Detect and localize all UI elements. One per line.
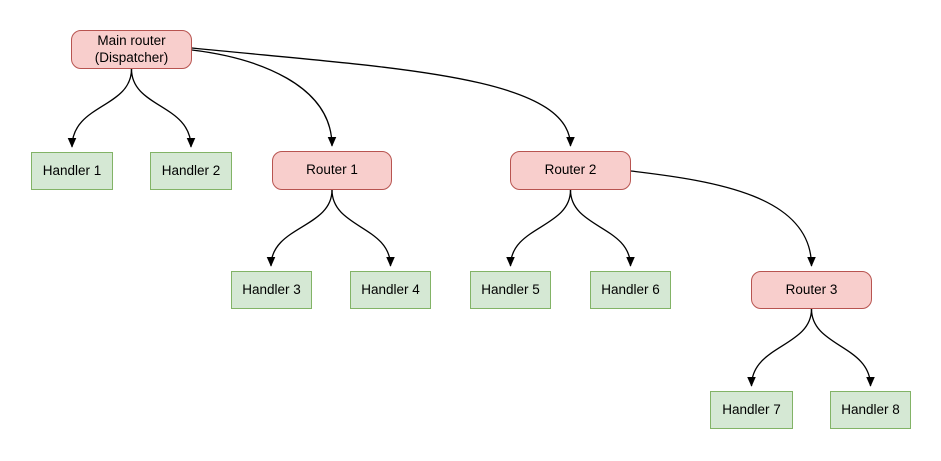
node-handler-6-label: Handler 6 <box>601 281 660 297</box>
node-handler-3: Handler 3 <box>231 271 312 309</box>
node-handler-3-label: Handler 3 <box>242 281 301 297</box>
node-router-2-label: Router 2 <box>544 162 597 178</box>
node-main-router: Main router (Dispatcher) <box>71 30 192 69</box>
node-handler-6: Handler 6 <box>590 271 671 309</box>
node-handler-8: Handler 8 <box>830 391 911 429</box>
node-router-3: Router 3 <box>751 271 872 309</box>
node-handler-5: Handler 5 <box>470 271 551 309</box>
node-main-router-line2: (Dispatcher) <box>94 49 169 65</box>
edge-main-to-router2 <box>191 47 575 147</box>
node-router-1: Router 1 <box>272 151 392 190</box>
edge-router2-to-handler5 <box>506 189 572 267</box>
edge-router1-to-handler4 <box>331 189 395 267</box>
edge-router2-to-handler6 <box>569 189 635 267</box>
node-handler-1-label: Handler 1 <box>42 162 102 178</box>
node-handler-7: Handler 7 <box>710 391 793 429</box>
node-handler-1: Handler 1 <box>31 152 113 190</box>
edge-main-to-handler2 <box>130 68 196 148</box>
node-handler-8-label: Handler 8 <box>841 401 900 417</box>
node-handler-7-label: Handler 7 <box>722 401 781 417</box>
edge-main-to-handler1 <box>67 68 133 148</box>
node-router-3-label: Router 3 <box>785 281 838 297</box>
node-router-2: Router 2 <box>510 151 631 190</box>
edge-main-to-router1 <box>191 49 337 147</box>
edge-router1-to-handler3 <box>266 189 333 267</box>
node-handler-5-label: Handler 5 <box>481 281 540 297</box>
node-handler-4: Handler 4 <box>350 271 431 309</box>
node-handler-2: Handler 2 <box>150 152 232 190</box>
node-router-1-label: Router 1 <box>306 162 358 178</box>
node-handler-4-label: Handler 4 <box>361 281 420 297</box>
edge-router3-to-handler8 <box>810 308 875 387</box>
edge-router3-to-handler7 <box>747 308 813 387</box>
node-main-router-line1: Main router <box>97 33 166 49</box>
node-handler-2-label: Handler 2 <box>161 162 221 178</box>
edge-router2-to-router3 <box>630 170 816 267</box>
